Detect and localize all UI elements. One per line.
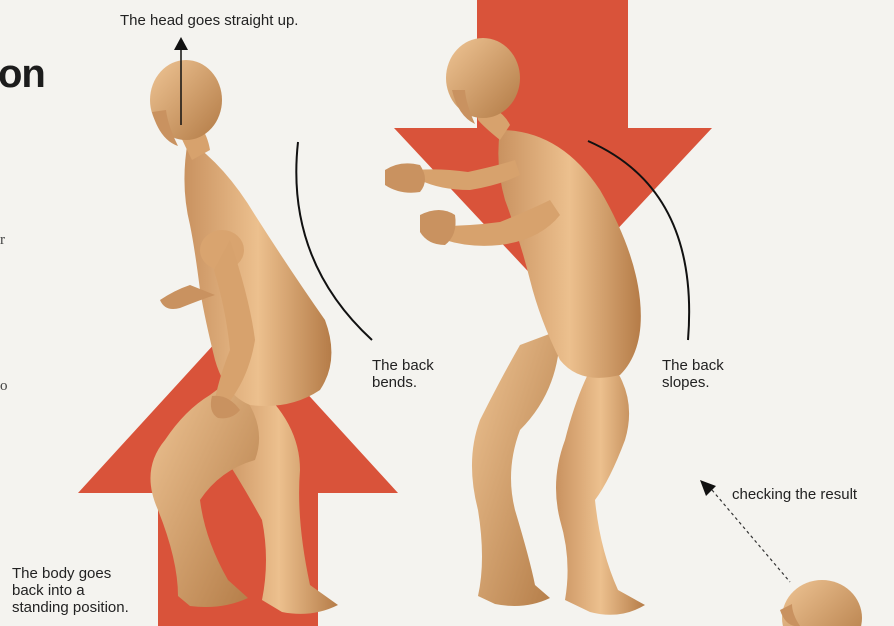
checking-arrowhead [700, 480, 716, 496]
caption-back-slopes: The back slopes. [662, 357, 724, 391]
partial-head-shape [780, 580, 862, 626]
caption-line: The back [372, 357, 434, 374]
caption-line: standing position. [12, 599, 129, 616]
caption-line: slopes. [662, 374, 724, 391]
margin-letter-o: o [0, 378, 8, 395]
caption-body-goes-back: The body goes back into a standing posit… [12, 565, 129, 616]
caption-line: bends. [372, 374, 434, 391]
caption-line: The body goes [12, 565, 129, 582]
caption-line: The back [662, 357, 724, 374]
page-title-fragment: on [0, 52, 45, 97]
caption-back-bends: The back bends. [372, 357, 434, 391]
caption-head-straight-up: The head goes straight up. [120, 12, 298, 29]
margin-letter-r: r [0, 232, 5, 249]
caption-line: back into a [12, 582, 129, 599]
head-up-arrowhead [174, 37, 188, 50]
checking-dotted-line [712, 490, 790, 582]
caption-checking-result: checking the result [732, 486, 857, 503]
